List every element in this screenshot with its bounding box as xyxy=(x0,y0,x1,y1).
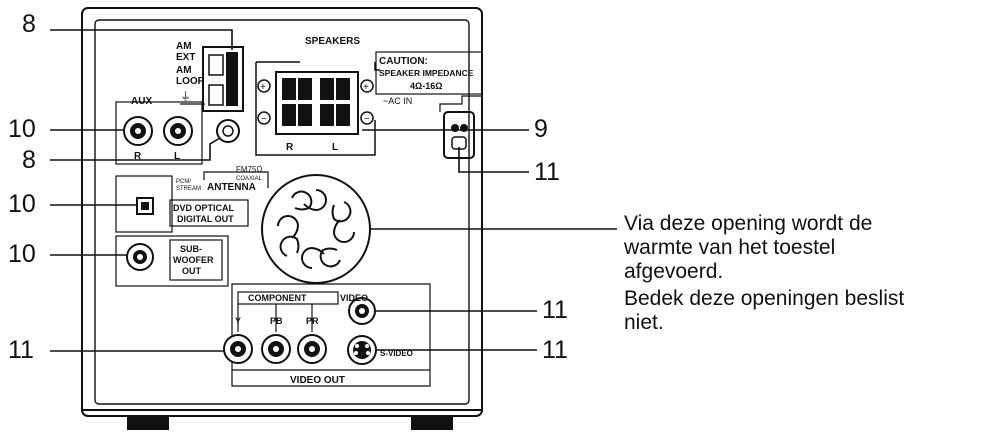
impedance-value: 4Ω-16Ω xyxy=(410,81,442,91)
speaker-r-label: R xyxy=(286,142,294,153)
ac-in-label: ~AC IN xyxy=(383,96,412,106)
aux-r-label: R xyxy=(134,151,142,162)
woofer-label: WOOFER xyxy=(173,255,214,265)
cover-warning-line-1: Bedek deze openingen beslist xyxy=(624,287,905,310)
optical-output xyxy=(115,175,173,233)
device-feet xyxy=(127,416,453,430)
svg-text:−: − xyxy=(364,114,370,125)
ground-symbol: ⏚ xyxy=(180,90,191,103)
subwoofer-output xyxy=(115,235,229,287)
fm-label: FM75Ω xyxy=(236,165,262,174)
fm-antenna-connector xyxy=(203,119,269,188)
aux-l-label: L xyxy=(174,151,180,162)
callout-leader-lines xyxy=(50,29,617,352)
am-ext-label-2: EXT xyxy=(176,52,195,63)
callout-11-ac-in: 11 xyxy=(534,158,560,186)
callout-9-speakers: 9 xyxy=(534,115,548,143)
caution-label: CAUTION: xyxy=(379,56,428,67)
component-pr-label: PR xyxy=(306,316,319,326)
component-label: COMPONENT xyxy=(248,293,307,303)
callout-11-s-video: 11 xyxy=(542,336,568,364)
am-loop-label: AM xyxy=(176,65,192,76)
callout-11-video: 11 xyxy=(542,296,568,324)
caution-box xyxy=(375,51,483,95)
fm-coaxial-label: COAXIAL xyxy=(236,176,263,182)
sub-out-label: OUT xyxy=(182,266,202,276)
device-body xyxy=(81,7,483,417)
cover-warning-line-2: niet. xyxy=(624,311,664,334)
component-pb-label: PB xyxy=(270,316,283,326)
speaker-terminals: + − + − xyxy=(255,61,380,156)
callout-10-subwoofer: 10 xyxy=(8,240,36,268)
svg-text:+: + xyxy=(363,82,369,93)
ventilation-fan xyxy=(261,174,371,284)
ac-inlet xyxy=(439,95,482,159)
am-loop-label-2: LOOP xyxy=(176,76,205,87)
ventilation-note: Via deze opening wordt de warmte van het… xyxy=(624,212,987,284)
s-video-label: S-VIDEO xyxy=(380,349,413,358)
am-ext-label: AM xyxy=(176,41,192,52)
stream-label: STREAM xyxy=(176,186,201,192)
callout-11-component: 11 xyxy=(8,336,34,364)
ventilation-note-line-1: Via deze opening wordt de xyxy=(624,212,873,235)
am-antenna-terminal xyxy=(180,46,244,112)
speaker-impedance-label: SPEAKER IMPEDANCE xyxy=(379,68,474,78)
video-output-group xyxy=(223,283,431,387)
ventilation-note-line-2: warmte van het toestel xyxy=(624,236,836,259)
svg-text:−: − xyxy=(261,114,267,125)
sub-label: SUB- xyxy=(180,244,202,254)
speakers-label: SPEAKERS xyxy=(305,36,360,47)
cover-warning-note: Bedek deze openingen beslist niet. xyxy=(624,287,987,335)
video-label: VIDEO xyxy=(340,293,368,303)
antenna-label: ANTENNA xyxy=(207,182,256,193)
speaker-l-label: L xyxy=(332,142,338,153)
ventilation-note-line-3: afgevoerd. xyxy=(624,260,724,283)
callout-10-optical: 10 xyxy=(8,190,36,218)
dvd-optical-label: DVD OPTICAL xyxy=(173,203,235,213)
callout-10-aux: 10 xyxy=(8,115,36,143)
digital-out-label: DIGITAL OUT xyxy=(177,214,234,224)
component-y-label: Y xyxy=(235,316,241,326)
aux-label: AUX xyxy=(131,96,152,107)
callout-8-fm-antenna: 8 xyxy=(22,146,36,174)
svg-text:+: + xyxy=(260,82,266,93)
pcm-label: PCM/ xyxy=(176,179,191,185)
aux-input-group xyxy=(115,101,203,165)
video-out-label: VIDEO OUT xyxy=(290,375,345,386)
callout-8-am-terminal: 8 xyxy=(22,10,36,38)
